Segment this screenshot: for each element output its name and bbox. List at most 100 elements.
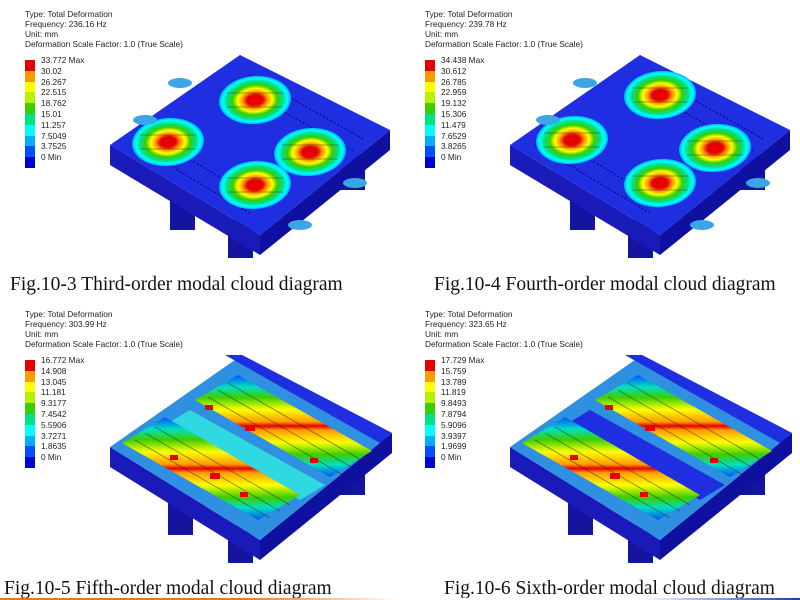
- color-legend: 16.772 Max 14.908 13.045 11.181 9.3177 7…: [25, 355, 84, 479]
- legend-swatch: [425, 457, 435, 468]
- modal-panel-4th-order: Type: Total Deformation Frequency: 239.7…: [400, 0, 800, 300]
- color-legend: 34.438 Max 30.612 26.785 22.959 19.132 1…: [425, 55, 484, 179]
- result-scale-factor: Deformation Scale Factor: 1.0 (True Scal…: [425, 339, 583, 349]
- result-type: Type: Total Deformation: [425, 309, 513, 319]
- result-type: Type: Total Deformation: [25, 9, 113, 19]
- color-legend: 33.772 Max 30.02 26.267 22.515 18.762 15…: [25, 55, 84, 179]
- legend-swatch: [25, 157, 35, 168]
- result-unit: Unit: mm: [25, 29, 59, 39]
- result-info: Type: Total Deformation Frequency: 303.9…: [25, 309, 183, 349]
- legend-label: 22.959: [441, 87, 467, 98]
- legend-label: 16.772 Max: [41, 355, 85, 365]
- legend-label: 1.9699: [441, 441, 467, 452]
- result-unit: Unit: mm: [425, 29, 459, 39]
- legend-label: 15.306: [441, 108, 467, 119]
- legend-label: 33.772 Max: [41, 55, 85, 65]
- color-legend: 17.729 Max 15.759 13.789 11.819 9.8493 7…: [425, 355, 484, 479]
- legend-swatch: [25, 135, 35, 147]
- legend-swatch: [25, 370, 35, 382]
- modal-panel-5th-order: Type: Total Deformation Frequency: 303.9…: [0, 300, 400, 600]
- legend-swatch: [425, 360, 435, 371]
- legend-swatch: [25, 60, 35, 71]
- legend-label: 13.789: [441, 376, 467, 387]
- legend-swatch: [425, 135, 435, 147]
- legend-swatch: [25, 392, 35, 404]
- legend-label: 26.267: [41, 76, 67, 87]
- pallet-model-view: [510, 355, 792, 563]
- legend-swatch: [25, 70, 35, 82]
- legend-label: 11.257: [41, 119, 66, 130]
- legend-swatch: [25, 124, 35, 136]
- legend-label: 13.045: [41, 376, 67, 387]
- result-frequency: Frequency: 239.78 Hz: [425, 19, 507, 29]
- legend-label: 19.132: [441, 98, 467, 109]
- legend-label: 0 Min: [441, 452, 462, 463]
- result-frequency: Frequency: 323.65 Hz: [425, 319, 507, 329]
- legend-swatch: [425, 370, 435, 382]
- legend-label: 0 Min: [441, 152, 462, 163]
- legend-swatch: [25, 360, 35, 371]
- figure-caption: Fig.10-4 Fourth-order modal cloud diagra…: [434, 274, 776, 295]
- legend-label: 3.8265: [441, 141, 467, 152]
- legend-swatch: [425, 113, 435, 125]
- result-frequency: Frequency: 303.99 Hz: [25, 319, 107, 329]
- legend-swatch: [25, 81, 35, 93]
- result-info: Type: Total Deformation Frequency: 239.7…: [425, 9, 583, 49]
- bottom-decorative-bar: [0, 598, 800, 600]
- legend-swatch: [25, 146, 35, 158]
- result-unit: Unit: mm: [25, 329, 59, 339]
- legend-label: 7.4542: [41, 408, 67, 419]
- legend-swatch: [25, 413, 35, 425]
- legend-label: 11.181: [41, 387, 66, 398]
- legend-label: 22.515: [41, 87, 67, 98]
- pallet-model-view: [110, 55, 390, 258]
- result-type: Type: Total Deformation: [25, 309, 113, 319]
- legend-label: 0 Min: [41, 452, 62, 463]
- legend-label: 5.9096: [441, 419, 467, 430]
- legend-label: 7.6529: [441, 130, 467, 141]
- legend-label: 34.438 Max: [441, 55, 485, 65]
- result-scale-factor: Deformation Scale Factor: 1.0 (True Scal…: [25, 39, 183, 49]
- legend-swatch: [425, 81, 435, 93]
- legend-label: 18.762: [41, 98, 67, 109]
- legend-swatch: [425, 157, 435, 168]
- legend-label: 9.3177: [41, 398, 67, 409]
- legend-label: 17.729 Max: [441, 355, 485, 365]
- legend-label: 14.908: [41, 365, 67, 376]
- result-info: Type: Total Deformation Frequency: 323.6…: [425, 309, 583, 349]
- legend-label: 3.7271: [41, 430, 67, 441]
- legend-swatch: [25, 424, 35, 436]
- pallet-model-view: [110, 355, 392, 563]
- result-info: Type: Total Deformation Frequency: 236.1…: [25, 9, 183, 49]
- legend-label: 26.785: [441, 76, 467, 87]
- legend-swatch: [25, 446, 35, 458]
- legend-swatch: [25, 103, 35, 114]
- figure-caption: Fig.10-6 Sixth-order modal cloud diagram: [444, 578, 775, 599]
- legend-swatch: [425, 103, 435, 114]
- legend-label: 7.8794: [441, 408, 467, 419]
- legend-label: 0 Min: [41, 152, 62, 163]
- legend-label: 15.01: [41, 108, 62, 119]
- result-unit: Unit: mm: [425, 329, 459, 339]
- legend-swatch: [425, 403, 435, 414]
- result-scale-factor: Deformation Scale Factor: 1.0 (True Scal…: [25, 339, 183, 349]
- legend-swatch: [25, 457, 35, 468]
- legend-label: 11.819: [441, 387, 466, 398]
- legend-label: 3.9397: [441, 430, 467, 441]
- figure-caption: Fig.10-5 Fifth-order modal cloud diagram: [4, 578, 332, 599]
- legend-swatch: [25, 381, 35, 393]
- legend-label: 30.612: [441, 65, 467, 76]
- legend-swatch: [425, 124, 435, 136]
- legend-swatch: [25, 403, 35, 414]
- figure-caption: Fig.10-3 Third-order modal cloud diagram: [10, 274, 343, 295]
- legend-swatch: [425, 146, 435, 158]
- legend-label: 3.7525: [41, 141, 67, 152]
- modal-panel-3rd-order: Type: Total Deformation Frequency: 236.1…: [0, 0, 400, 300]
- legend-label: 1.8635: [41, 441, 67, 452]
- result-type: Type: Total Deformation: [425, 9, 513, 19]
- legend-swatch: [425, 424, 435, 436]
- legend-label: 11.479: [441, 119, 466, 130]
- legend-swatch: [425, 413, 435, 425]
- pallet-model-view: [510, 55, 790, 258]
- legend-swatch: [25, 113, 35, 125]
